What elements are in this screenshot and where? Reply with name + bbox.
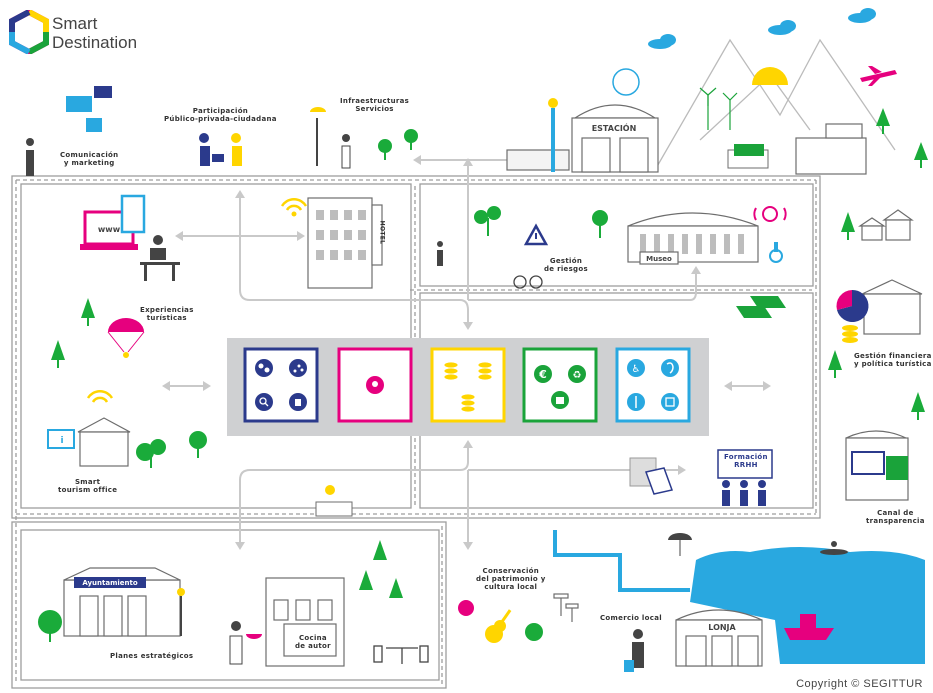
hotel-sign: HOTEL [378,220,386,245]
copyright: Copyright © SEGITTUR [796,678,923,690]
svg-text:Ayuntamiento: Ayuntamiento [82,579,138,587]
town-hall-building [63,567,181,637]
computer-www-icon [80,194,146,250]
police-icon [341,134,351,169]
svg-text:www: www [98,225,121,234]
town-hall-sign [74,577,146,588]
training-board [717,449,773,479]
knowledge-box [243,347,319,423]
kayak-icon [820,541,848,555]
sustainability-box: € ♻ [522,347,598,423]
finance-building [861,279,923,335]
columns-icon [553,593,579,622]
tourism-office-building [77,417,131,467]
dining-table-icon [373,645,429,664]
smart-pole-icon [551,108,555,172]
audio-guide-icon [753,206,787,222]
comercio-label: Comercio local [600,614,662,622]
cyclist-icon [513,275,543,289]
person-icon [437,241,443,266]
clouds-icon [648,8,876,49]
svg-text:♿: ♿ [632,364,641,375]
students-icon [722,480,766,506]
info-tablet-icon: i [47,429,75,449]
garbage-truck-icon [727,144,769,169]
sea [690,547,925,664]
megaphone-person-icon [26,138,34,176]
hotel-building [307,197,383,289]
sun-icon [752,67,788,85]
taxi-icon [315,485,353,517]
street-light-icon [310,107,326,166]
theater-mask-icon [458,600,474,616]
street-lamp-icon [177,588,185,636]
svg-text:i: i [60,436,63,446]
trees [38,108,928,642]
chef-icon [229,621,243,665]
lonja-building [675,609,763,667]
canal [553,530,690,592]
finance-box [430,347,506,423]
boat-icon [784,614,834,640]
svg-text:♻: ♻ [573,370,582,381]
station-building [506,104,659,173]
money-icon [886,456,908,480]
risk-warning-icon [523,223,549,246]
parachute-icon [107,318,145,358]
shopper-icon [632,629,644,668]
accessibility-box: ♿ [615,347,691,423]
brand-line1: Smart [52,14,98,33]
wifi-icon [280,197,308,211]
svg-text:LONJA: LONJA [708,623,736,632]
desk-person-icon [140,235,180,281]
wifi-icon-2 [86,389,114,403]
museum-building [627,212,759,265]
brand-line2: Destination [52,33,138,52]
pie-chart-icon [837,289,869,322]
svg-text:Museo: Museo [646,255,672,263]
citizens-icon [199,133,242,166]
planes-label: Planes estratégicos [110,652,194,660]
houses-icon [858,209,914,241]
solar-panels-icon [736,296,786,318]
wheelchair-icon [769,242,783,263]
svg-text:€: € [538,368,547,381]
wind-turbines-icon [699,87,738,130]
station-sign: ESTACIÓN [592,122,637,133]
recycling-building [795,123,867,175]
refresh-icon [612,68,640,96]
smart-destination-logo-icon [9,10,49,54]
restaurant-building [265,577,345,667]
dish-icon [246,634,262,639]
guitar-icon [485,609,512,643]
beach-umbrella-icon [668,533,692,556]
shopping-bag-icon [624,660,634,672]
handshake-screen-icon [851,451,885,475]
airplane-icon [860,66,897,86]
book-icon [629,457,673,495]
media-devices-icon [66,86,112,132]
innovation-box [337,347,413,423]
